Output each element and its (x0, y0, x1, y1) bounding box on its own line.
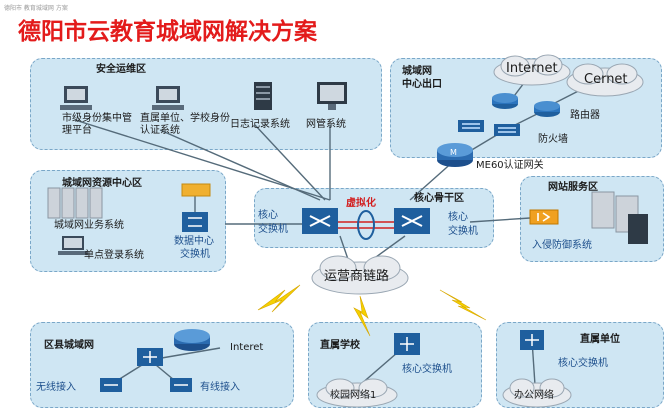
resource-center-title: 城域网资源中心区 (62, 178, 142, 189)
web-server-icon (591, 191, 648, 244)
link-auth-core (159, 129, 321, 201)
wired-label: 有线接入 (200, 382, 240, 393)
core-left-label-2: 交换机 (258, 224, 288, 235)
dc-switch-icon (182, 212, 208, 232)
lightning-right (439, 289, 487, 321)
cernet-label: Cernet (584, 72, 628, 87)
pc-icon-1 (60, 86, 92, 110)
school-switch-label: 核心交换机 (402, 364, 452, 375)
router-label: 路由器 (570, 110, 600, 121)
sso-label: 单点登录系统 (84, 250, 144, 261)
campus-net-label: 校园网络1 (330, 390, 377, 401)
core-right-label-1: 核心 (448, 212, 468, 223)
security-zone-title: 安全运维区 (96, 64, 146, 75)
school-switch-icon (394, 333, 420, 355)
core-right-label-2: 交换机 (448, 226, 478, 237)
header-small-text: 德阳市 教育城域网 方案 (4, 5, 68, 12)
gateway-icon: M (437, 143, 473, 167)
link-log-core (254, 124, 326, 201)
server-rack-icon (47, 187, 103, 219)
firewall-icon-2 (494, 124, 520, 136)
carrier-cloud (311, 255, 409, 295)
metro-exit-title-1: 城域网 (402, 66, 432, 77)
ips-label: 入侵防御系统 (532, 240, 592, 251)
website-zone-title: 网站服务区 (548, 182, 598, 193)
office-net-label: 办公网络 (514, 390, 554, 401)
firewall-icon-1 (458, 120, 484, 132)
internet-label: Internet (506, 61, 558, 76)
security-item-nms: 网管系统 (306, 119, 346, 130)
core-left-label-1: 核心 (258, 210, 278, 221)
carrier-label: 运营商链路 (324, 269, 390, 284)
campus-cloud (316, 378, 398, 408)
county-internet-label: Interet (230, 342, 264, 353)
county-title: 区县城域网 (44, 340, 94, 351)
unit-switch-label: 核心交换机 (558, 358, 608, 369)
lightning-center (353, 295, 371, 337)
firewall-label: 防火墙 (538, 134, 568, 145)
vpn-icon (181, 183, 211, 197)
wireless-switch-icon (100, 378, 122, 392)
security-item-identity: 市级身份集中管理平台 (62, 113, 132, 136)
school-title: 直属学校 (320, 340, 360, 351)
wireless-label: 无线接入 (36, 382, 76, 393)
gateway-label: ME60认证网关 (476, 160, 544, 171)
lightning-bolts (257, 284, 487, 337)
sso-pc-icon (58, 236, 88, 255)
virtualization-label: 虚拟化 (346, 198, 376, 209)
core-switch-icon-left (302, 208, 338, 234)
metro-exit-title-2: 中心出口 (402, 79, 442, 90)
core-backbone-title: 核心骨干区 (414, 193, 464, 204)
security-item-log: 日志记录系统 (230, 119, 290, 130)
monitor-icon-nms (317, 82, 347, 110)
business-system-label: 城域网业务系统 (54, 220, 124, 231)
page-title: 德阳市云教育城域网解决方案 (18, 19, 317, 45)
unit-switch-icon (520, 330, 544, 350)
unit-title: 直属单位 (580, 334, 620, 345)
virtualization-ring (357, 210, 375, 240)
link-core-gateway (409, 159, 456, 201)
svg-text:M: M (450, 148, 457, 157)
pc-icon-2 (152, 86, 184, 110)
internet-cloud (493, 54, 571, 86)
router-icon-1 (492, 93, 518, 109)
cernet-cloud (566, 63, 644, 97)
security-item-auth: 直属单位、学校身份认证系统 (140, 113, 230, 136)
dc-switch-label-2: 交换机 (180, 249, 210, 260)
county-router-icon (174, 329, 210, 351)
wired-switch-icon (170, 378, 192, 392)
county-switch-icon (137, 348, 163, 366)
server-icon-log (254, 82, 272, 110)
ips-icon (529, 209, 559, 225)
router-icon-2 (534, 101, 560, 117)
lightning-left (257, 284, 301, 313)
office-cloud (502, 378, 572, 408)
core-switch-icon-right (394, 208, 430, 234)
link-core-ips (469, 217, 531, 223)
dc-switch-label-1: 数据中心 (174, 236, 214, 247)
link-security-core (74, 119, 331, 201)
